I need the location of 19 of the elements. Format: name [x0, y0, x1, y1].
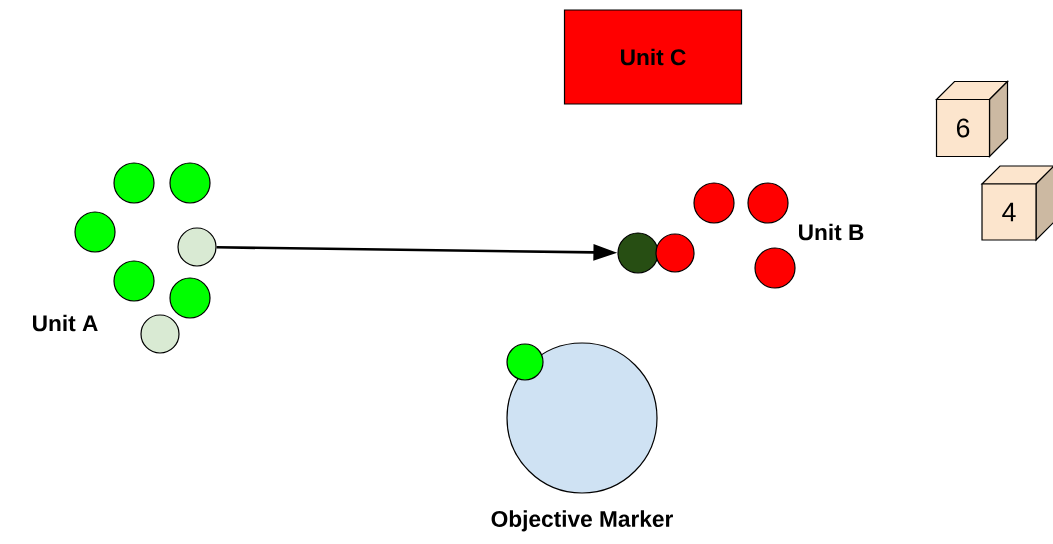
- model-token: [693, 182, 735, 224]
- unit-label: Unit B: [799, 223, 864, 241]
- model-token: [177, 227, 217, 267]
- model-token: [655, 233, 695, 273]
- model-token: [169, 162, 211, 204]
- node-caption: Objective Marker: [491, 510, 673, 532]
- model-token: [169, 277, 211, 319]
- unit-box: Unit C: [563, 9, 743, 105]
- model-token: [754, 247, 796, 289]
- unit-label: Unit A: [33, 314, 98, 332]
- die-drawing: 6: [935, 80, 1009, 158]
- model-token: [113, 162, 155, 204]
- model-token: [113, 260, 155, 302]
- model-token: [140, 314, 180, 354]
- model-token: [617, 232, 659, 274]
- objective-circle: [506, 342, 658, 494]
- model-token: [747, 182, 789, 224]
- model-token: [506, 343, 544, 381]
- model-token: [74, 211, 116, 253]
